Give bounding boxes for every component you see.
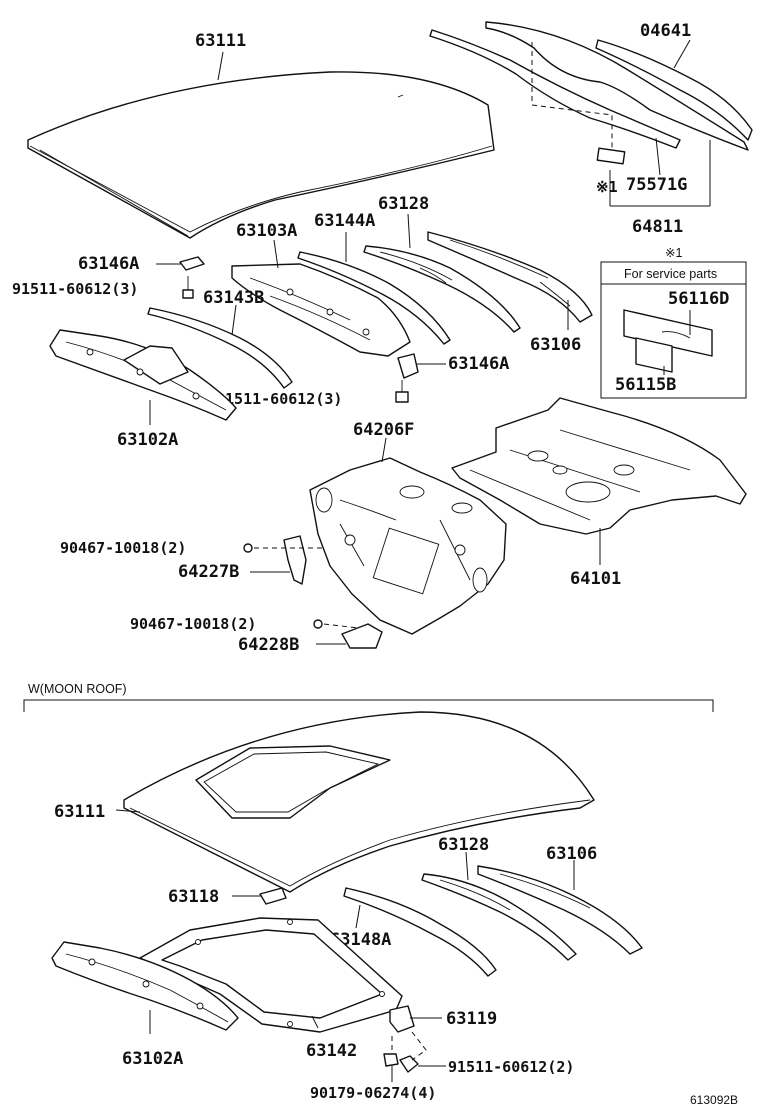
label-63128: 63128 (378, 194, 429, 214)
label-moon-63106: 63106 (546, 844, 597, 864)
bolt-91511-mid[interactable] (395, 380, 409, 403)
service-box-ref: ※1 (665, 246, 682, 260)
label-63142: 63142 (306, 1041, 357, 1061)
bolt-91511-moon[interactable] (399, 1055, 419, 1073)
bracket-64228B[interactable] (341, 623, 383, 649)
moon-roof-bow-63128[interactable] (421, 873, 577, 961)
moon-roof-panel-63111[interactable] (123, 711, 595, 893)
bracket-64227B[interactable] (283, 535, 307, 585)
label-04641: 04641 (640, 21, 691, 41)
label-64101: 64101 (570, 569, 621, 589)
roof-rail-63144A[interactable] (297, 251, 451, 345)
package-tray-panel-64206F[interactable] (309, 457, 507, 635)
ref-mark-top: ※1 (596, 178, 618, 196)
label-63146A-top: 63146A (78, 254, 139, 274)
clip-90467-a[interactable] (243, 543, 253, 553)
label-90179: 90179-06274(4) (310, 1084, 436, 1102)
moon-roof-section-title: W(MOON ROOF) (28, 682, 127, 696)
label-64811: 64811 (632, 217, 683, 237)
roof-bow-63128[interactable] (363, 245, 521, 333)
label-63106: 63106 (530, 335, 581, 355)
reinforcement-63143B[interactable] (147, 307, 293, 389)
weatherstrip-56116D[interactable] (623, 309, 713, 357)
seal-56115B[interactable] (635, 337, 673, 373)
label-91511-top: 91511-60612(3) (12, 280, 138, 298)
clip-75571G[interactable] (596, 147, 626, 165)
bolt-91511-top[interactable] (182, 276, 194, 299)
roof-rail-63148A[interactable] (343, 887, 497, 977)
label-63144A: 63144A (314, 211, 375, 231)
back-window-molding-04641[interactable] (595, 39, 753, 141)
moon-roof-bow-63106[interactable] (477, 865, 643, 955)
label-moon-63111: 63111 (54, 802, 105, 822)
label-90467-a: 90467-10018(2) (60, 539, 186, 557)
label-63143B: 63143B (203, 288, 264, 308)
moon-front-header-63102A[interactable] (51, 941, 239, 1031)
label-63102A: 63102A (117, 430, 178, 450)
nut-90179[interactable] (383, 1053, 399, 1067)
label-91511-mid: 91511-60612(3) (216, 390, 342, 408)
label-56115B: 56115B (615, 375, 676, 395)
label-moon-63128: 63128 (438, 835, 489, 855)
roof-panel-63111[interactable] (27, 71, 495, 239)
label-56116D: 56116D (668, 289, 729, 309)
service-parts-box: For service parts 56116D 56115B (600, 261, 747, 399)
back-window-glass-64811[interactable] (429, 21, 749, 151)
moon-roof-section-bracket (23, 699, 714, 712)
label-63119: 63119 (446, 1009, 497, 1029)
bracket-63118[interactable] (259, 887, 287, 905)
bracket-63146A-top[interactable] (179, 256, 205, 271)
rear-floor-panel-64101[interactable] (451, 397, 747, 535)
bracket-63119[interactable] (389, 1005, 415, 1033)
bracket-63146A-mid[interactable] (397, 353, 419, 379)
label-75571G: 75571G (626, 175, 687, 195)
label-91511-moon: 91511-60612(2) (448, 1058, 574, 1076)
label-63111: 63111 (195, 31, 246, 51)
label-63103A: 63103A (236, 221, 297, 241)
label-63146A-mid: 63146A (448, 354, 509, 374)
roof-bow-63103A[interactable] (231, 263, 411, 357)
label-63118: 63118 (168, 887, 219, 907)
figure-id: 613092B (690, 1093, 738, 1107)
label-moon-63102A: 63102A (122, 1049, 183, 1069)
label-64227B: 64227B (178, 562, 239, 582)
front-header-63102A[interactable] (49, 329, 237, 421)
service-box-title: For service parts (624, 267, 717, 281)
label-64228B: 64228B (238, 635, 299, 655)
sunroof-frame-63142[interactable] (139, 917, 403, 1033)
label-90467-b: 90467-10018(2) (130, 615, 256, 633)
label-64206F: 64206F (353, 420, 414, 440)
clip-90467-b[interactable] (313, 619, 323, 629)
